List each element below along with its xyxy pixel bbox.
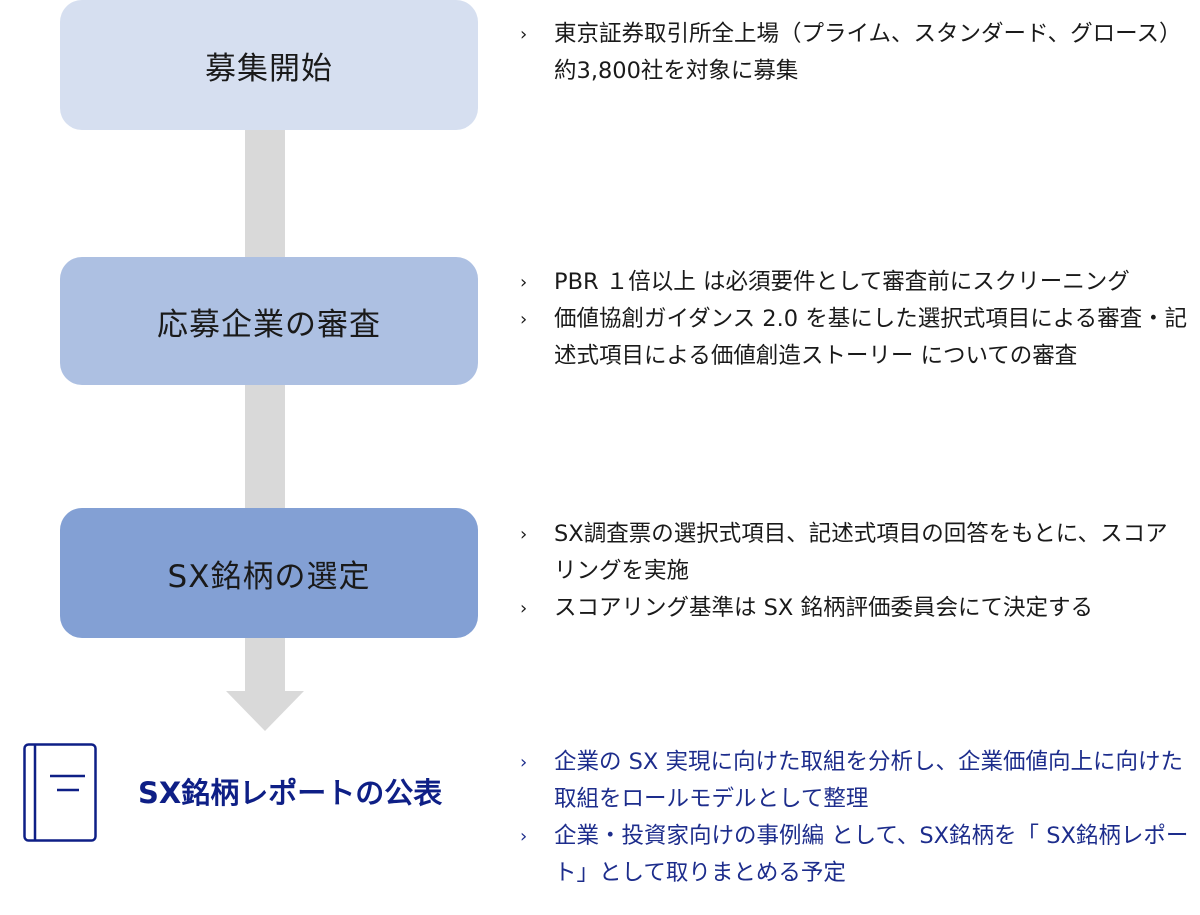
bullet-chevron-icon: ›	[520, 272, 528, 293]
bullet-chevron-icon: ›	[520, 309, 528, 330]
step-screening-bullets: › PBR １倍以上 は必須要件として審査前にスクリーニング › 価値協創ガイダンス…	[520, 264, 1190, 375]
book-icon	[23, 743, 97, 842]
bullet-text: スコアリング基準は SX 銘柄評価委員会にて決定する	[554, 595, 1094, 621]
bullet-chevron-icon: ›	[520, 752, 528, 773]
bullet-item: › 価値協創ガイダンス 2.0 を基にした選択式項目による審査・記述式項目による価…	[520, 301, 1190, 375]
final-step-title: SX銘柄レポートの公表	[138, 776, 443, 810]
bullet-text: PBR １倍以上 は必須要件として審査前にスクリーニング	[554, 269, 1130, 295]
connector-line-3	[245, 637, 285, 692]
connector-line-1	[245, 130, 285, 258]
step-label: 応募企業の審査	[157, 306, 381, 343]
bullet-item: › 東京証券取引所全上場（プライム、スタンダード、グロース）約3,800社を対象に…	[520, 16, 1190, 90]
final-step-bullets: › 企業の SX 実現に向けた取組を分析し、企業価値向上に向けた取組をロールモデル…	[520, 744, 1190, 892]
step-recruitment: 募集開始	[60, 0, 478, 130]
step-selection: SX銘柄の選定	[60, 508, 478, 638]
arrow-down-icon	[226, 691, 304, 731]
bullet-item: › 企業の SX 実現に向けた取組を分析し、企業価値向上に向けた取組をロールモデル…	[520, 744, 1190, 818]
step-screening: 応募企業の審査	[60, 257, 478, 385]
connector-line-2	[245, 384, 285, 509]
step-recruitment-bullets: › 東京証券取引所全上場（プライム、スタンダード、グロース）約3,800社を対象に…	[520, 16, 1190, 90]
bullet-text: 東京証券取引所全上場（プライム、スタンダード、グロース）約3,800社を対象に募…	[554, 21, 1182, 84]
bullet-chevron-icon: ›	[520, 826, 528, 847]
bullet-text: SX調査票の選択式項目、記述式項目の回答をもとに、スコアリングを実施	[554, 521, 1168, 584]
step-selection-bullets: › SX調査票の選択式項目、記述式項目の回答をもとに、スコアリングを実施 › スコア…	[520, 516, 1190, 627]
bullet-text: 企業の SX 実現に向けた取組を分析し、企業価値向上に向けた取組をロールモデルと…	[554, 749, 1184, 812]
bullet-chevron-icon: ›	[520, 598, 528, 619]
step-label: SX銘柄の選定	[167, 558, 371, 595]
bullet-item: › SX調査票の選択式項目、記述式項目の回答をもとに、スコアリングを実施	[520, 516, 1190, 590]
bullet-text: 企業・投資家向けの事例編 として、SX銘柄を「 SX銘柄レポート」として取りまと…	[554, 823, 1189, 886]
bullet-chevron-icon: ›	[520, 24, 528, 45]
bullet-item: › スコアリング基準は SX 銘柄評価委員会にて決定する	[520, 590, 1190, 627]
bullet-item: › 企業・投資家向けの事例編 として、SX銘柄を「 SX銘柄レポート」として取りま…	[520, 818, 1190, 892]
bullet-chevron-icon: ›	[520, 524, 528, 545]
bullet-text: 価値協創ガイダンス 2.0 を基にした選択式項目による審査・記述式項目による価値…	[554, 306, 1188, 369]
bullet-item: › PBR １倍以上 は必須要件として審査前にスクリーニング	[520, 264, 1190, 301]
step-label: 募集開始	[205, 50, 333, 87]
